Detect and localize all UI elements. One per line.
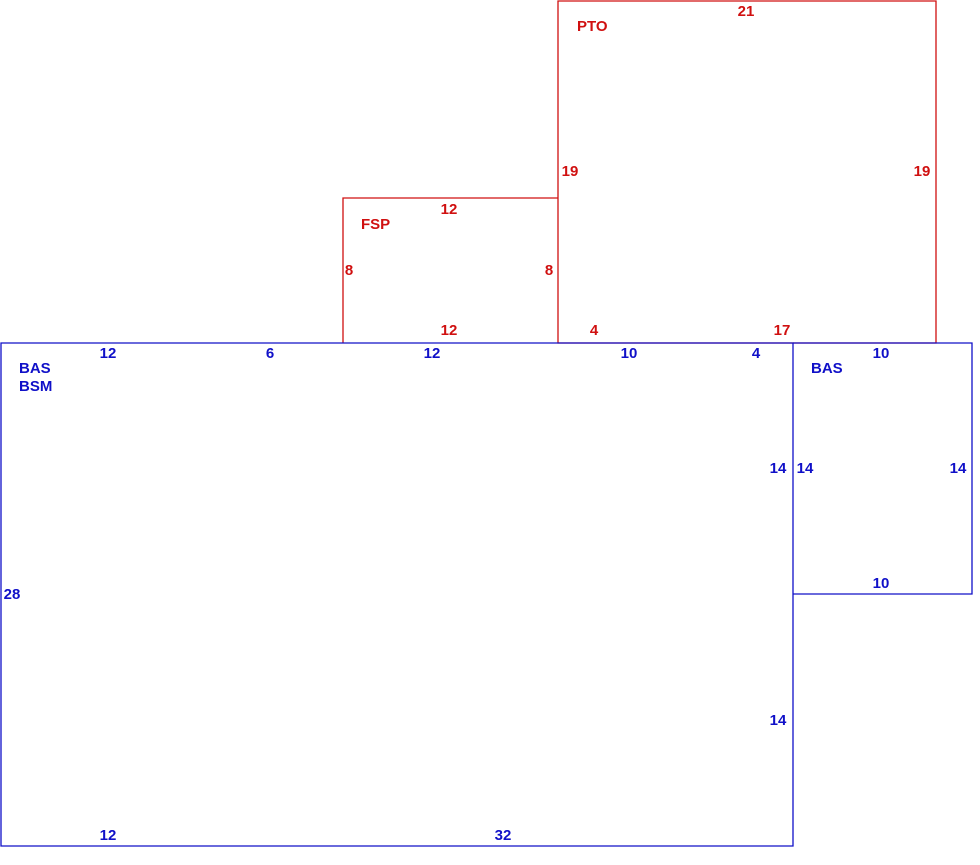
main-area-outline (0, 342, 794, 847)
fsp-outline (342, 197, 558, 343)
side-area-label: BAS (811, 360, 843, 377)
main-bottom-dim-1: 12 (100, 827, 117, 844)
side-right-dim: 14 (950, 460, 967, 477)
pto-outline (557, 0, 937, 344)
main-top-dim-5: 4 (752, 345, 761, 362)
main-top-dim-2: 6 (266, 345, 274, 362)
side-left-dim: 14 (797, 460, 814, 477)
main-left-dim: 28 (4, 586, 21, 603)
fsp-left-dim: 8 (345, 262, 353, 279)
fsp-label: FSP (361, 216, 390, 233)
pto-bottom-dim-1: 4 (590, 322, 599, 339)
main-right-dim-lower: 14 (770, 712, 787, 729)
main-area-label-bsm: BSM (19, 378, 52, 395)
main-bottom-dim-2: 32 (495, 827, 512, 844)
fsp-right-dim: 8 (545, 262, 553, 279)
main-top-dim-4: 10 (621, 345, 638, 362)
main-top-dim-1: 12 (100, 345, 117, 362)
main-top-dim-3: 12 (424, 345, 441, 362)
fsp-bottom-dim: 12 (441, 322, 458, 339)
pto-left-dim: 19 (562, 163, 579, 180)
main-right-dim-upper: 14 (770, 460, 787, 477)
side-top-dim: 10 (873, 345, 890, 362)
side-area-outline (793, 342, 973, 595)
pto-right-dim: 19 (914, 163, 931, 180)
pto-bottom-dim-2: 17 (774, 322, 791, 339)
pto-top-dim: 21 (738, 3, 755, 20)
pto-label: PTO (577, 18, 608, 35)
fsp-top-dim: 12 (441, 201, 458, 218)
side-bottom-dim: 10 (873, 575, 890, 592)
main-area-label-bas: BAS (19, 360, 51, 377)
